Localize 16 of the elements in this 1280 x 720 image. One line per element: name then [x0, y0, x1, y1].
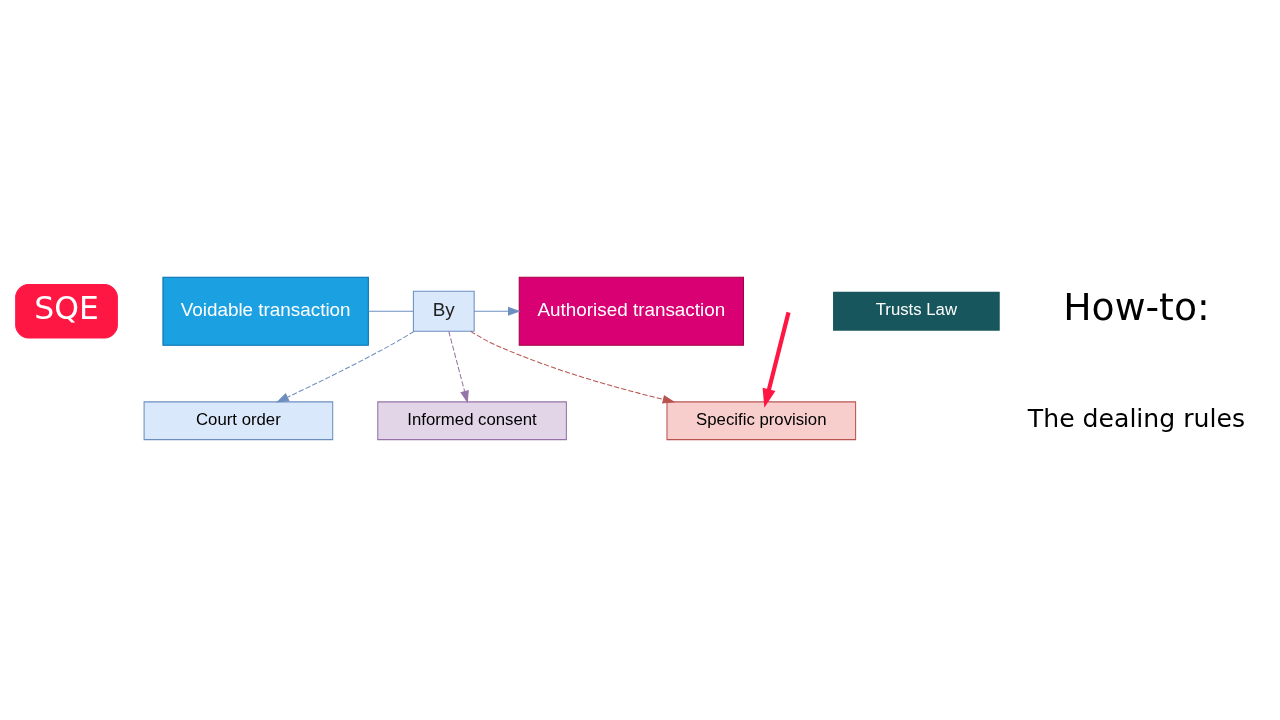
label: The dealing rules	[1027, 403, 1246, 433]
arrow	[276, 330, 415, 402]
node-box: Specific provision	[666, 400, 857, 440]
arrow	[448, 330, 469, 403]
connector	[368, 310, 414, 312]
node-box: SQE	[15, 283, 118, 338]
label: How-to:	[1063, 284, 1210, 329]
arrow	[470, 330, 676, 404]
node-box: Voidable transaction	[162, 276, 369, 346]
arrow	[473, 306, 521, 316]
node-box: By	[412, 290, 475, 332]
arrow	[762, 311, 791, 408]
node-box: Trusts Law	[833, 291, 1000, 331]
node-box: Court order	[143, 400, 334, 440]
node-box: Informed consent	[377, 400, 567, 440]
node-box: Authorised transaction	[518, 276, 744, 346]
